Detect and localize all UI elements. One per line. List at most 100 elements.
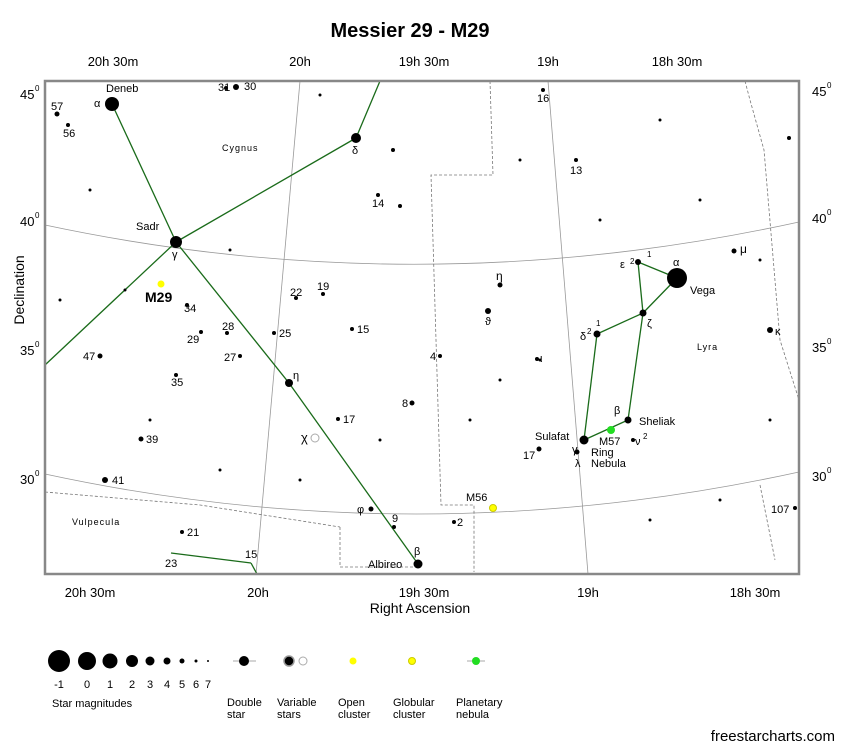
magnitude-dot [126,655,138,667]
star-label: ι [540,353,543,365]
legend-label: star [227,709,246,721]
magnitude-label: 0 [84,679,90,691]
star-label: 39 [146,434,158,446]
star-dot [185,303,189,307]
constellation-cygnus: Cygnus [222,143,259,153]
magnitude-label: 1 [107,679,113,691]
constellation-line [250,562,258,575]
magnitude-label: 7 [205,679,211,691]
star-label: ε [620,259,625,271]
star-dot [228,248,232,252]
star-label: 25 [279,328,291,340]
m56-label: M56 [466,492,487,504]
constellation-line [355,80,381,139]
star-dot [58,298,62,302]
dec-tick-left: 35 [20,343,34,358]
legend-label: Open [338,697,365,709]
star-label: 27 [224,352,236,364]
constellation-line [583,419,629,441]
star-label: Sheliak [639,416,676,428]
star-dot [105,97,119,111]
planetary-nebula-icon [472,657,480,665]
star-dot [698,198,702,202]
globular-cluster-m56-icon [489,504,497,512]
magnitude-dot [145,656,155,666]
star-label: 19 [317,281,329,293]
ra-line-20h [255,80,301,575]
magnitude-label: 6 [193,679,199,691]
star-dot [497,282,503,288]
star-label: 2 [457,517,463,529]
star-dot [170,236,182,248]
open-cluster-m29-icon [157,280,165,288]
ra-tick-bottom: 20h 30m [65,585,116,600]
star-label: 17 [523,450,535,462]
star-dot [718,498,722,502]
dec-tick-left: 45 [20,87,34,102]
degree-sign: 0 [35,211,40,220]
globular-cluster-icon [408,657,416,665]
dec-line-40 [44,221,800,265]
star-label: 13 [570,165,582,177]
star-label: ζ [647,318,652,330]
star-dot [574,158,578,162]
dec-tick-right: 30 [812,469,826,484]
star-dot [88,188,92,192]
ra-tick-top: 20h 30m [88,54,139,69]
star-label: γ [572,444,578,456]
star-label: 2 [587,327,592,336]
ra-tick-top: 18h 30m [652,54,703,69]
star-label: 29 [187,334,199,346]
star-dot [413,559,423,569]
star-label: 35 [171,377,183,389]
star-dot [541,88,545,92]
constellation-line [44,241,177,366]
open-cluster-icon [349,657,357,665]
star-label: 1 [596,319,601,328]
star-label: κ [775,326,781,338]
star-label: Vega [690,285,716,297]
star-label: 17 [343,414,355,426]
star-dot [123,288,127,292]
star-label: 15 [357,324,369,336]
star-label: 56 [63,128,75,140]
degree-sign: 0 [827,337,832,346]
legend-label: Globular [393,697,435,709]
variable-star-icon [283,655,295,667]
magnitude-dot [194,659,198,663]
dec-tick-left: 40 [20,214,34,229]
star-dot [409,400,415,406]
star-dot [658,118,662,122]
star-label: 9 [392,513,398,525]
ra-line-19h [547,80,589,575]
star-label: δ [352,145,358,157]
star-label: 2 [643,432,648,441]
star-dot [667,268,687,288]
degree-sign: 0 [827,208,832,217]
degree-sign: 0 [827,466,832,475]
star-label: 30 [244,81,256,93]
star-label: λ [575,458,581,470]
constellation-lyra: Lyra [697,342,718,352]
stars [54,84,797,569]
star-dot [498,378,502,382]
star-dot [768,418,772,422]
magnitude-dot [48,650,70,672]
star-dot [199,330,203,334]
degree-sign: 0 [35,84,40,93]
star-dot [598,218,602,222]
constellation-line [596,312,644,335]
star-label: 57 [51,101,63,113]
dec-tick-right: 45 [812,84,826,99]
star-dot [233,84,239,90]
star-dot [298,478,302,482]
star-label: ν [635,436,641,448]
legend-label: cluster [393,709,426,721]
star-dot [148,418,152,422]
star-dot [536,446,542,452]
star-label: 14 [372,198,384,210]
